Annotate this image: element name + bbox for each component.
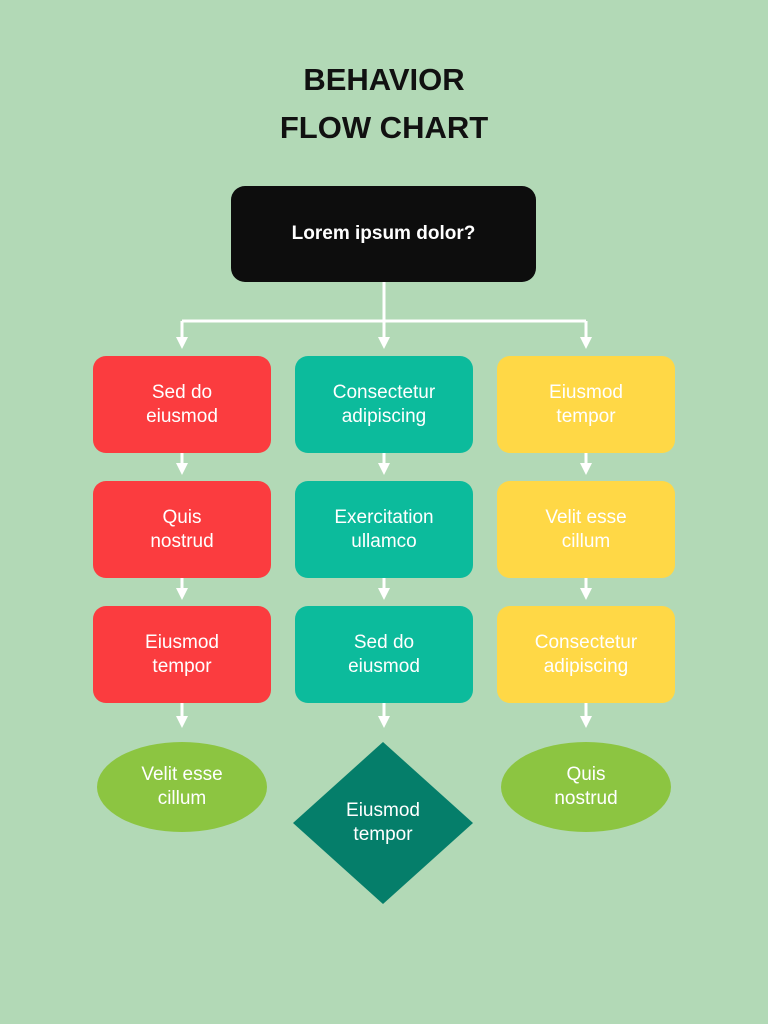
col1-step1-label: Sed do eiusmod [146, 381, 218, 427]
col2-step3-node: Sed do eiusmod [295, 606, 473, 703]
col1-end-ellipse: Velit esse cillum [97, 742, 267, 832]
col2-step2-label: Exercitation ullamco [334, 506, 434, 552]
col3-end-ellipse: Quis nostrud [501, 742, 671, 832]
col2-step1-label: Consectetur adipiscing [332, 381, 436, 427]
diamond-shape [293, 742, 473, 904]
col3-step2-node: Velit esse cillum [497, 481, 675, 578]
col1-step2-label: Quis nostrud [150, 506, 214, 552]
col1-step2-node: Quis nostrud [93, 481, 271, 578]
col3-step2-label: Velit esse cillum [545, 506, 627, 552]
col1-step1-node: Sed do eiusmod [93, 356, 271, 453]
root-decision-label: Lorem ipsum dolor? [291, 223, 476, 244]
col3-step3-node: Consectetur adipiscing [497, 606, 675, 703]
title-line-1: BEHAVIOR [303, 62, 465, 97]
col2-end-diamond: Eiusmod tempor [293, 742, 473, 904]
title-line-2: FLOW CHART [279, 110, 489, 145]
col1-step3-node: Eiusmod tempor [93, 606, 271, 703]
col3-step1-node: Eiusmod tempor [497, 356, 675, 453]
root-decision-node: Lorem ipsum dolor? [231, 186, 536, 282]
col2-end-label: Eiusmod tempor [346, 800, 420, 845]
col3-step1-label: Eiusmod tempor [549, 381, 623, 427]
col2-step1-node: Consectetur adipiscing [295, 356, 473, 453]
col3-end-label: Quis nostrud [554, 764, 618, 809]
col3-step3-label: Consectetur adipiscing [534, 631, 638, 677]
col1-end-label: Velit esse cillum [141, 764, 223, 809]
col1-step3-label: Eiusmod tempor [145, 631, 219, 677]
col2-step3-label: Sed do eiusmod [348, 631, 420, 677]
col2-step2-node: Exercitation ullamco [295, 481, 473, 578]
